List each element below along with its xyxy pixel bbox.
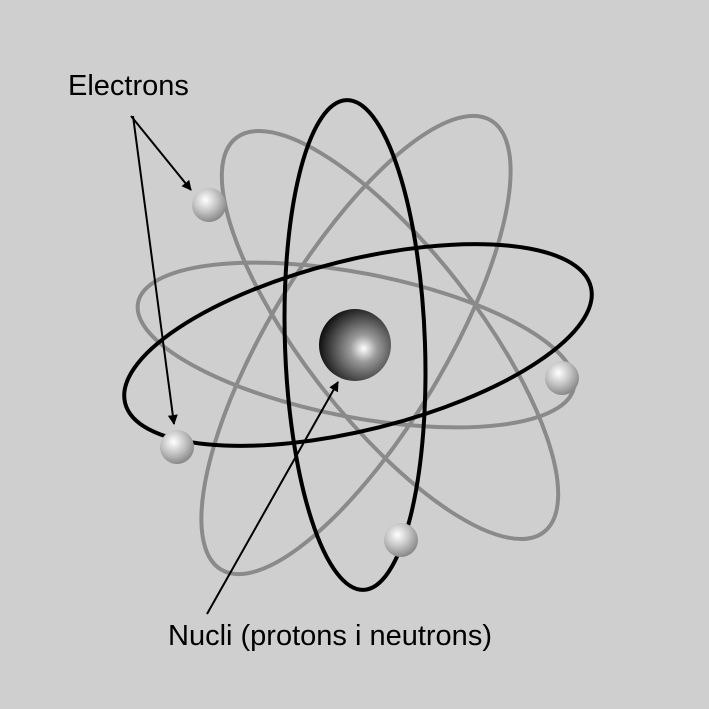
nucleus xyxy=(319,309,391,381)
orbit-black-tilted xyxy=(122,242,594,448)
electron-top-left xyxy=(192,188,226,222)
electrons-label: Electrons xyxy=(68,70,189,102)
electron-bottom xyxy=(384,523,418,557)
electron-left xyxy=(160,430,194,464)
orbit-gray-diagonal-left xyxy=(199,113,513,577)
nucleus-arrow xyxy=(206,381,339,615)
nucleus-label: Nucli (protons i neutrons) xyxy=(168,620,492,652)
orbit-black-vertical xyxy=(282,98,428,592)
electrons-arrow-lower xyxy=(132,115,178,425)
electron-right xyxy=(545,361,579,395)
electrons-arrow-upper xyxy=(130,115,192,191)
orbit-gray-diagonal-right xyxy=(219,129,561,541)
